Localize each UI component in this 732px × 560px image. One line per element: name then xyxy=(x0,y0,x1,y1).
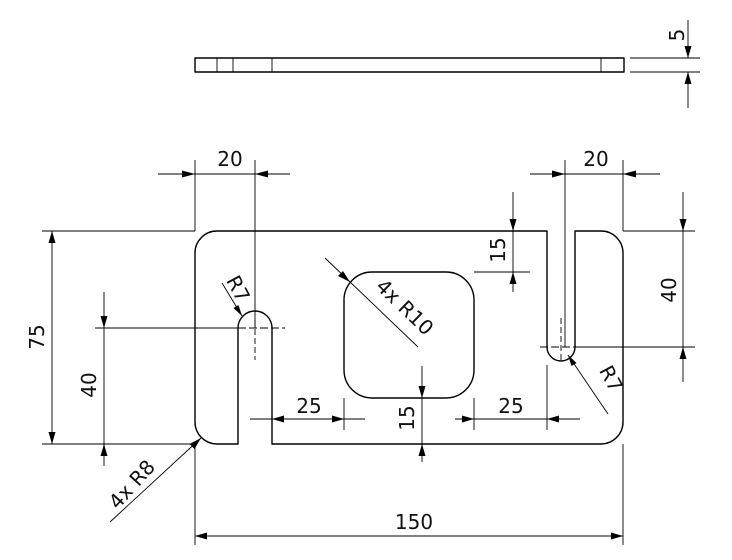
dim-right-slot-width: 20 xyxy=(583,147,608,171)
dim-pocket-top-offset: 15 xyxy=(486,237,510,262)
side-view xyxy=(194,20,700,108)
dim-right-slot-depth: 40 xyxy=(657,277,681,302)
plate-edge xyxy=(194,57,625,73)
dim-overall-height: 75 xyxy=(25,324,49,349)
dim-thickness: 5 xyxy=(665,29,689,42)
dim-overall-width: 150 xyxy=(395,510,433,534)
label-slot-radius-left: R7 xyxy=(221,271,255,306)
dim-left-slot-width: 20 xyxy=(217,147,242,171)
dim-offset-left: 25 xyxy=(296,394,321,418)
center-pocket xyxy=(343,271,475,399)
dim-pocket-bottom-offset: 15 xyxy=(395,405,419,430)
plate-outline xyxy=(194,230,624,445)
label-pocket-corner-radius: 4x R10 xyxy=(371,274,438,340)
dim-left-slot-height: 40 xyxy=(77,372,101,397)
dim-offset-right: 25 xyxy=(498,394,523,418)
label-outer-corner-radius: 4x R8 xyxy=(104,455,160,514)
